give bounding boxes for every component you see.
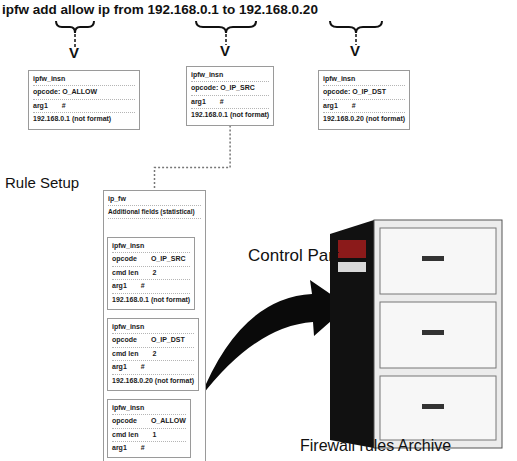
struct-field-box: ipfw_insnopcode O_ALLOWcmd len 1 arg1 # [107, 399, 191, 459]
field-text: # [141, 282, 145, 290]
field-text: opcode: O_IP_SRC [191, 84, 255, 92]
field-row: 192.168.0.20 (not format) [112, 375, 194, 387]
struct-name: ipfw_insn [112, 323, 144, 331]
drawer [380, 376, 496, 440]
field-text: Additional fields (statistical) [108, 208, 195, 216]
struct-field-box: ipfw_insn opcode: O_IP_SRC arg1 #192.168.0.… [186, 66, 274, 126]
struct-name: ipfw_insn [33, 75, 65, 83]
field-row: ipfw_insn [33, 73, 135, 86]
field-row: opcode O_ALLOW [112, 415, 186, 428]
struct-name: ipfw_insn [112, 242, 144, 250]
field-row: arg1 # [112, 442, 186, 454]
field-row: ipfw_insn [191, 69, 269, 82]
cabinet-front [374, 220, 502, 448]
field-row: arg1 # [323, 100, 405, 113]
field-row: ipfw_insn [323, 73, 405, 86]
struct-field-box: ipfw_insn opcode: O_ALLOW arg1 #192.168.0.1… [28, 70, 140, 130]
field-text: # [141, 444, 145, 452]
struct-name: ipfw_insn [323, 75, 355, 83]
arrow-mark: V [220, 42, 230, 59]
caption-label: Control Part [248, 246, 339, 266]
command-line: ipfw add allow ip from 192.168.0.1 to 19… [2, 2, 318, 17]
brace [196, 21, 256, 33]
field-text: # [220, 98, 224, 106]
struct-name: ip_fw [108, 195, 126, 203]
drawer [380, 228, 496, 294]
brace [330, 21, 382, 33]
struct-name: ipfw_insn [112, 404, 144, 412]
curved-arrow [200, 280, 348, 398]
drawer [380, 302, 496, 368]
field-text: opcode: O_ALLOW [33, 88, 97, 96]
field-text: arg1 [112, 363, 127, 371]
dotted-connector [155, 126, 231, 190]
brace [56, 21, 94, 33]
field-row: 192.168.0.1 (not format) [33, 113, 135, 125]
struct-field-box: ipfw_insnopcode O_IP_DSTcmd len 2 arg1 #192.… [107, 318, 199, 391]
field-text: arg1 [112, 444, 127, 452]
field-text: # [141, 363, 145, 371]
field-row: arg1 # [33, 100, 135, 113]
field-text: cmd len [112, 269, 138, 277]
field-text: arg1 [323, 102, 338, 110]
drawer-handle [422, 330, 444, 335]
field-text: 2 [152, 350, 156, 358]
field-row: ip_fw [108, 193, 201, 206]
field-text: 1 [152, 431, 156, 439]
field-text: 2 [152, 269, 156, 277]
field-text: arg1 [112, 282, 127, 290]
field-text: # [62, 102, 66, 110]
field-row: arg1 # [191, 96, 269, 109]
field-row: cmd len 2 [112, 348, 194, 361]
struct-name: ipfw_insn [191, 71, 223, 79]
caption-label: Rule Setup [5, 174, 79, 191]
field-row: 192.168.0.1 (not format) [191, 109, 269, 121]
struct-box: ip_fwAdditional fields (statistical) ipfw… [103, 190, 206, 461]
struct-field-box: ipfw_insnopcode O_IP_SRCcmd len 2 arg1 #192.… [107, 237, 195, 310]
field-text: 192.168.0.20 (not format) [323, 115, 405, 123]
field-row: cmd len 1 [112, 429, 186, 442]
field-row: 192.168.0.20 (not format) [323, 113, 405, 125]
arrow-mark: V [350, 42, 360, 59]
field-text: arg1 [191, 98, 206, 106]
field-text: cmd len [112, 431, 138, 439]
field-text: 192.168.0.20 (not format) [112, 377, 194, 385]
field-row: cmd len 2 [112, 267, 190, 280]
field-text: O_IP_DST [151, 336, 185, 344]
field-row: 192.168.0.1 (not format) [112, 294, 190, 306]
field-text: opcode: O_IP_DST [323, 88, 386, 96]
field-row: opcode: O_IP_DST [323, 86, 405, 99]
drawer-handle [422, 256, 444, 261]
field-row: ipfw_insn [112, 402, 186, 415]
field-row: opcode: O_ALLOW [33, 86, 135, 99]
drawer-handle [422, 404, 444, 409]
field-text: arg1 [33, 102, 48, 110]
struct-field-box: ipfw_insn opcode: O_IP_DST arg1 #192.168.0.… [318, 70, 410, 130]
field-row: opcode O_IP_DST [112, 334, 194, 347]
cabinet-top-drawer [338, 262, 366, 272]
field-text: # [352, 102, 356, 110]
field-text: opcode [112, 255, 137, 263]
field-text: 192.168.0.1 (not format) [112, 296, 190, 304]
field-text: 192.168.0.1 (not format) [191, 111, 269, 119]
field-row: arg1 # [112, 280, 190, 293]
field-row: opcode O_IP_SRC [112, 253, 190, 266]
arrow-mark: V [69, 44, 79, 61]
field-text: opcode [112, 336, 137, 344]
cabinet-top-drawer [338, 240, 366, 258]
field-row: Additional fields (statistical) [108, 206, 201, 219]
field-row: ipfw_insn [112, 321, 194, 334]
field-row: opcode: O_IP_SRC [191, 82, 269, 95]
field-text: O_ALLOW [151, 417, 186, 425]
field-row: arg1 # [112, 361, 194, 374]
field-row: ipfw_insn [112, 240, 190, 253]
field-text: 192.168.0.1 (not format) [33, 115, 111, 123]
caption-label: Firewall rules Archive [300, 437, 451, 455]
field-text: O_IP_SRC [151, 255, 186, 263]
field-text: cmd len [112, 350, 138, 358]
field-text: opcode [112, 417, 137, 425]
